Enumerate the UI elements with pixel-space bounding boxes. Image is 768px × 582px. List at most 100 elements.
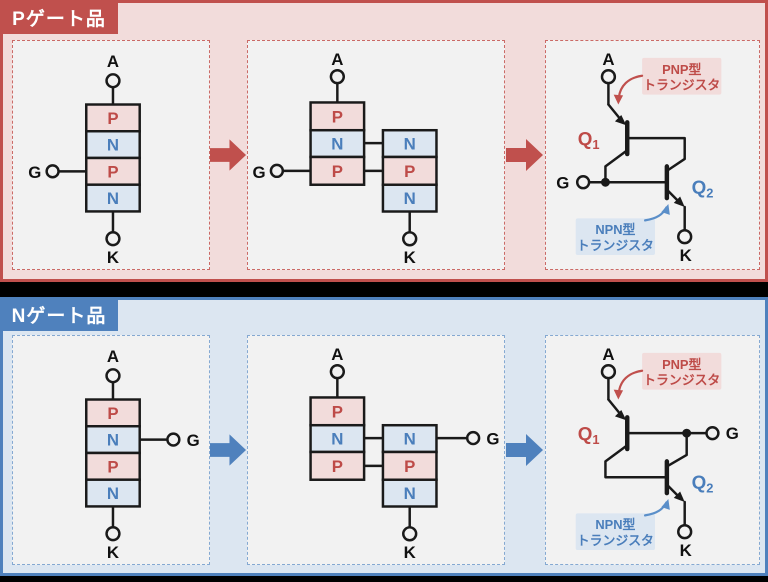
q1-label: Q1 xyxy=(578,423,600,447)
right-n2-label: N xyxy=(404,484,416,503)
circuit-wiring xyxy=(588,81,686,232)
q2-emitter-arrow xyxy=(673,196,685,208)
stack-wiring xyxy=(57,85,115,234)
q1-emitter-arrow xyxy=(614,409,627,421)
q1-emitter-arrow xyxy=(614,114,627,126)
left-p1-label: P xyxy=(332,107,343,126)
junction-dot xyxy=(682,428,692,438)
gate-terminal xyxy=(705,425,720,441)
p-gate-panel-row: P N P N A K G xyxy=(3,3,765,270)
anode-terminal xyxy=(105,73,121,89)
pnp-callout: PNP型 トランジスタ xyxy=(613,352,722,400)
circuit-wiring xyxy=(604,376,708,527)
pnp-callout-line1: PNP型 xyxy=(662,62,701,77)
cathode-label: K xyxy=(680,246,692,265)
right-n1-label: N xyxy=(404,135,416,154)
pnp-callout-box xyxy=(642,57,722,95)
junction-dot xyxy=(600,177,610,187)
cathode-label: K xyxy=(680,541,692,560)
cathode-terminal xyxy=(105,525,121,542)
gate-terminal xyxy=(465,430,481,446)
layer-p2 xyxy=(85,156,141,186)
cathode-terminal xyxy=(402,231,418,247)
right-arrow-icon xyxy=(506,434,543,466)
semiconductor-layers: P N P N xyxy=(85,103,141,213)
section-header-n-gate: Nゲート品 xyxy=(0,297,118,331)
left-n1-label: N xyxy=(331,135,343,154)
left-stack: P N P xyxy=(309,101,366,186)
pnp-pointer-arrowhead xyxy=(613,94,624,105)
cathode-terminal xyxy=(677,524,693,540)
layer-p1 xyxy=(85,398,141,428)
section-title-p-gate: Pゲート品 xyxy=(12,8,106,30)
right-arrow-icon xyxy=(210,139,247,171)
layer-n1-label: N xyxy=(107,136,119,155)
flow-gap xyxy=(505,40,545,270)
panel-pnpn-stack-n: P N P N A K G xyxy=(12,335,210,565)
right-p1-label: P xyxy=(404,162,415,181)
npn-callout-line2: トランジスタ xyxy=(577,533,654,548)
anode-terminal xyxy=(329,364,346,380)
layer-n2 xyxy=(381,183,438,213)
npn-callout-line1: NPN型 xyxy=(595,222,635,237)
stack-wiring xyxy=(281,81,411,234)
stack-wiring xyxy=(336,376,469,529)
q2-emitter-arrow xyxy=(673,491,685,503)
layer-p2-label: P xyxy=(107,457,118,476)
layer-n1 xyxy=(309,423,366,454)
stack-wiring xyxy=(111,380,169,529)
right-stack: N P N xyxy=(381,423,438,508)
flow-gap xyxy=(505,335,545,565)
npn-callout-line1: NPN型 xyxy=(595,517,635,532)
left-stack: P N P xyxy=(309,396,366,481)
pnpn-stack-diagram: P N P N A K G xyxy=(28,52,141,267)
layer-p1 xyxy=(381,450,438,481)
npn-callout: NPN型 トランジスタ xyxy=(575,204,670,256)
pnp-pointer-curve xyxy=(617,369,644,394)
layer-n2 xyxy=(381,478,438,508)
cathode-terminal xyxy=(105,230,121,247)
section-p-gate: Pゲート品 P N P N xyxy=(0,0,768,282)
gate-label: G xyxy=(252,163,265,182)
gate-label: G xyxy=(187,431,200,450)
section-title-n-gate: Nゲート品 xyxy=(11,305,107,327)
pnp-callout-line2: トランジスタ xyxy=(643,78,720,93)
panel-split-stack-p: P N P N P N A G K xyxy=(247,40,505,270)
panel-two-transistor-p: PNP型 トランジスタ NPN型 トランジスタ xyxy=(545,40,760,270)
layer-p1-label: P xyxy=(107,109,118,128)
gate-label: G xyxy=(726,424,739,443)
right-arrow-icon xyxy=(506,139,543,171)
section-n-gate: Nゲート品 P N P N xyxy=(0,297,768,576)
gate-terminal xyxy=(269,163,285,179)
cathode-label: K xyxy=(107,248,119,267)
layer-n1 xyxy=(309,128,366,159)
anode-label: A xyxy=(331,50,343,69)
section-header-p-gate: Pゲート品 xyxy=(0,0,118,34)
semiconductor-layers: P N P N xyxy=(85,398,141,508)
gate-label: G xyxy=(556,174,569,193)
pnp-callout: PNP型 トランジスタ xyxy=(613,57,722,105)
npn-callout: NPN型 トランジスタ xyxy=(575,499,670,551)
q2-label: Q2 xyxy=(692,472,714,496)
pnp-callout-box xyxy=(642,352,722,390)
pnp-callout-line1: PNP型 xyxy=(662,357,701,372)
layer-p1 xyxy=(85,103,141,133)
panel-split-stack-n: P N P N P N A G K xyxy=(247,335,505,565)
two-transistor-diagram: PNP型 トランジスタ NPN型 トランジスタ xyxy=(575,345,739,560)
cathode-label: K xyxy=(404,248,416,267)
panel-two-transistor-n: PNP型 トランジスタ NPN型 トランジスタ xyxy=(545,335,760,565)
layer-p2 xyxy=(309,450,366,481)
q1-label: Q1 xyxy=(578,128,600,152)
gate-label: G xyxy=(486,430,499,449)
anode-label: A xyxy=(107,52,119,71)
layer-n2-label: N xyxy=(107,189,119,208)
anode-terminal xyxy=(329,69,346,85)
panel-pnpn-stack-p: P N P N A K G xyxy=(12,40,210,270)
flow-gap xyxy=(210,40,247,270)
split-stack-diagram: P N P N P N A G K xyxy=(252,50,438,267)
left-p1-label: P xyxy=(332,402,343,421)
anode-label: A xyxy=(602,50,614,69)
npn-callout-box xyxy=(575,218,655,256)
layer-p2-label: P xyxy=(107,162,118,181)
cathode-terminal xyxy=(402,526,418,542)
